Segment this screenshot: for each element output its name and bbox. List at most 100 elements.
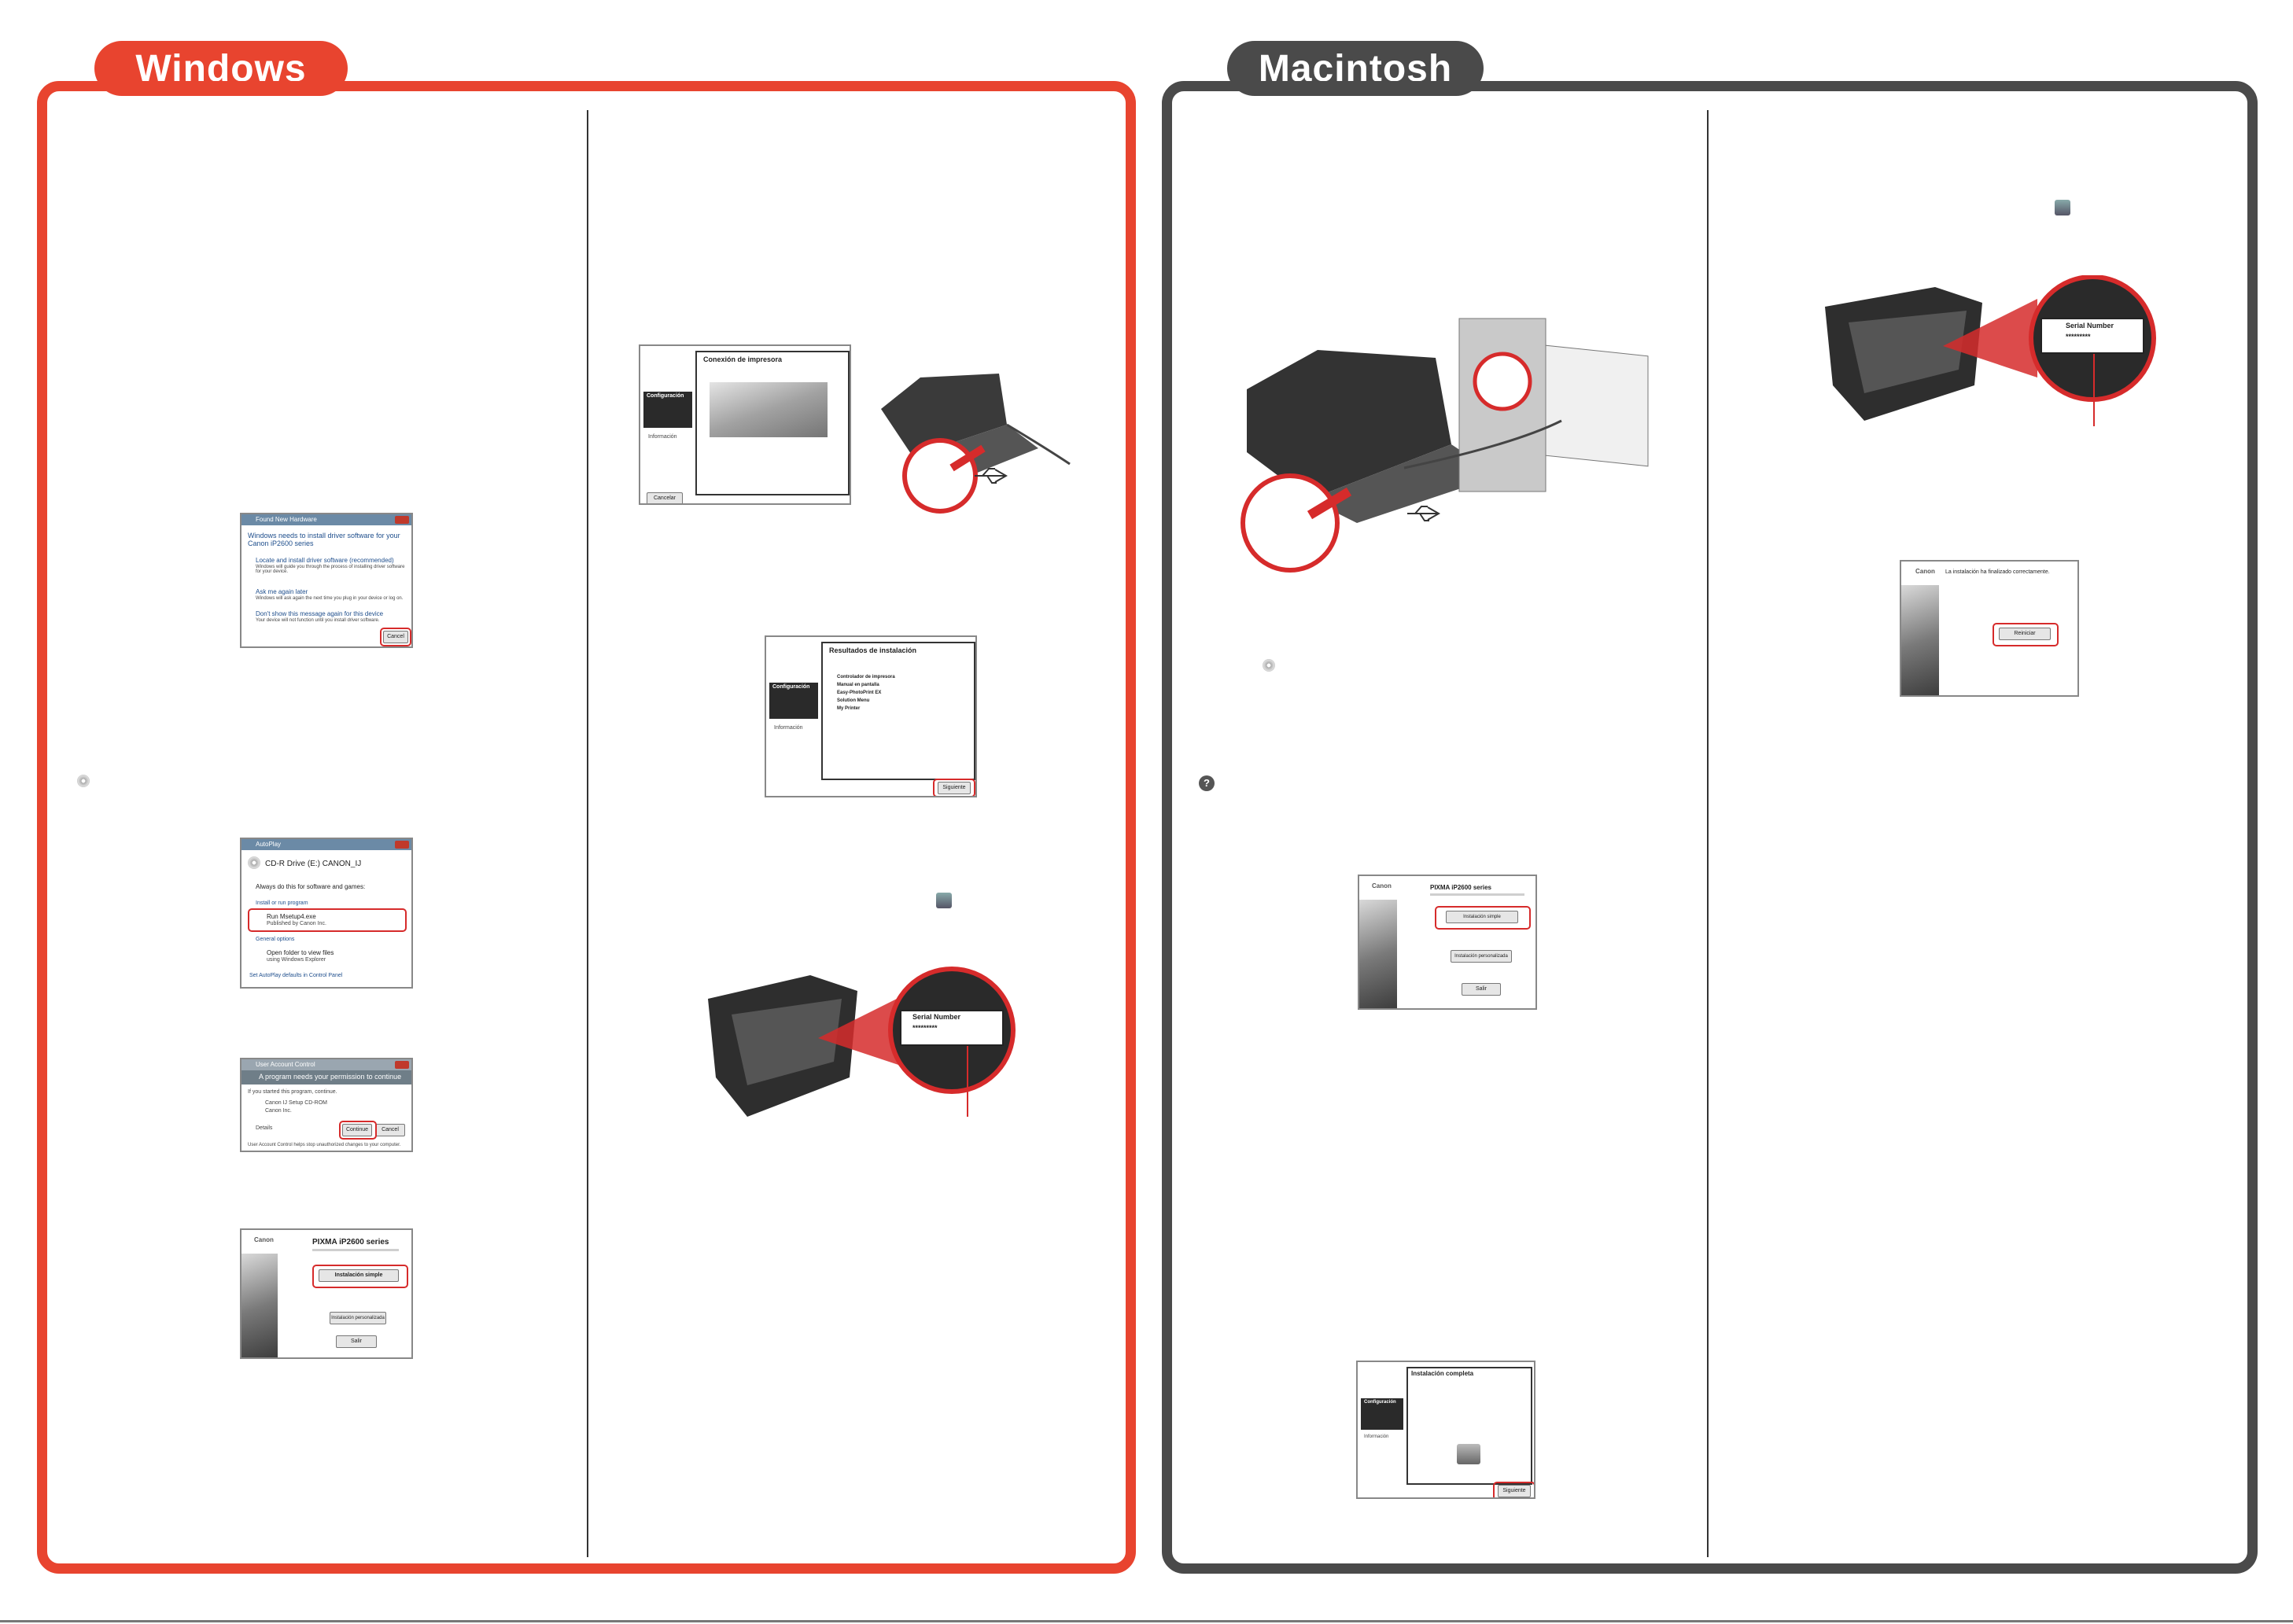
serial-number-label: Serial Number [912,1013,961,1021]
restart-button[interactable]: Reiniciar [1999,628,2051,640]
dialog-titlebar: AutoPlay [241,839,411,850]
dialog-heading: Windows needs to install driver software… [248,532,400,547]
pixma-photo-strip [1359,900,1397,1008]
cancel-button[interactable]: Cancel [375,1124,405,1136]
pixma-main-menu-mac: Canon PIXMA iP2600 series Instalación si… [1358,875,1537,1010]
uac-details[interactable]: Details [256,1125,273,1131]
finished-message: La instalación ha finalizado correctamen… [1945,569,2050,575]
usb-icon [975,468,1008,484]
cd-icon [1263,659,1275,672]
resultados-instalacion-dialog: Configuración Información Resultados de … [765,635,977,797]
run-msetup-publisher: Published by Canon Inc. [267,921,326,926]
pixma-photo-strip [241,1254,278,1357]
conexion-impresora-dialog: Configuración Información Conexión de im… [639,344,851,505]
serial-label-box [900,1010,1004,1046]
easy-install-button[interactable]: Instalación simple [319,1269,399,1282]
cancel-button[interactable]: Cancel [383,631,408,643]
pixma-title: PIXMA iP2600 series [312,1238,389,1247]
custom-install-button[interactable]: Instalación personalizada [330,1312,386,1324]
dialog-title: AutoPlay [256,841,282,848]
mac-column-divider [1707,110,1709,1557]
uac-banner [241,1070,411,1085]
instalacion-finalizada-dialog: Canon La instalación ha finalizado corre… [1900,560,2079,697]
close-icon[interactable] [395,516,409,524]
mac-display [1545,344,1649,467]
result-item: Manual en pantalla [837,683,879,687]
pixma-title: PIXMA iP2600 series [1430,884,1491,891]
general-options-header: General options [256,937,295,942]
sidebar-config: Configuración [647,393,684,399]
always-checkbox[interactable]: Always do this for software and games: [256,883,366,890]
sidebar-config-block [1361,1398,1403,1430]
custom-install-button[interactable]: Instalación personalizada [1451,950,1512,963]
connection-illustration [710,382,828,437]
sidebar-config: Configuración [1364,1400,1396,1405]
sidebar-info: Información [648,434,677,440]
description-line [312,1249,399,1251]
cancel-button[interactable]: Cancelar [647,492,683,503]
zoom-beam [1943,299,2037,377]
autoplay-dialog: AutoPlay CD-R Drive (E:) CANON_IJ Always… [240,838,413,989]
sidebar-info: Información [1364,1434,1389,1439]
dialog-heading: Instalación completa [1411,1370,1474,1377]
close-icon[interactable] [395,841,409,849]
close-icon[interactable] [395,1061,409,1069]
dialog-heading: Resultados de instalación [829,646,917,654]
next-button[interactable]: Siguiente [1498,1485,1531,1497]
printer-usb-illustration [881,374,1071,514]
uac-company: Canon Inc. [265,1108,292,1114]
install-header: Install or run program [256,900,308,906]
result-item: Controlador de impresora [837,675,895,679]
content-area [695,351,850,495]
cd-drive-icon [248,856,260,869]
serial-number-value: ********* [2066,333,2091,341]
printer-interior [1849,311,1967,393]
uac-started-text: If you started this program, continue. [248,1089,337,1095]
next-button[interactable]: Siguiente [938,782,971,794]
printer-icon [2055,200,2070,215]
run-msetup-label[interactable]: Run Msetup4.exe [267,913,316,920]
result-item: My Printer [837,706,861,711]
content-area [1406,1367,1532,1485]
easy-install-button[interactable]: Instalación simple [1446,911,1518,923]
windows-column-divider [587,110,588,1557]
zoom-beam [818,991,912,1070]
option-ask-later[interactable]: Ask me again later [256,588,308,595]
option-dont-show[interactable]: Don't show this message again for this d… [256,610,384,617]
exit-button[interactable]: Salir [1462,983,1501,996]
sidebar-config: Configuración [772,684,810,690]
usb-cable [1403,419,1562,470]
serial-number-label: Serial Number [2066,322,2114,330]
description-line [1430,893,1524,896]
computer-icon [1457,1444,1480,1464]
uac-dialog: User Account Control A program needs you… [240,1058,413,1152]
sidebar-info: Información [774,725,803,731]
usb-zoom-circle-printer [1241,473,1340,573]
option-locate[interactable]: Locate and install driver software (reco… [256,557,394,564]
bottom-rule [0,1620,2293,1622]
continue-button[interactable]: Continue [342,1124,372,1136]
result-item: Solution Menu [837,698,870,703]
highlight-box [312,1265,408,1288]
usb-cable [1006,423,1071,466]
dialog-heading: Conexión de impresora [703,355,783,363]
pixma-main-menu-windows: Canon PIXMA iP2600 series Instalación si… [240,1228,413,1359]
highlight-box [1493,1482,1534,1497]
serial-number-value: ********* [912,1024,938,1032]
macintosh-panel [1162,81,2258,1574]
content-area [821,642,975,780]
option-locate-desc: Windows will guide you through the proce… [256,565,405,574]
mac-printer-usb-illustration [1241,318,1649,573]
dialog-title: User Account Control [256,1061,315,1068]
option-ask-later-desc: Windows will ask again the next time you… [256,596,404,601]
usb-zoom-circle [902,438,978,514]
highlight-box [1993,623,2059,646]
open-folder-label[interactable]: Open folder to view files [267,949,334,956]
instalacion-completa-dialog: Configuración Información Instalación co… [1356,1361,1535,1499]
canon-logo: Canon [1915,568,1935,575]
autoplay-defaults-link[interactable]: Set AutoPlay defaults in Control Panel [249,973,343,978]
result-item: Easy-PhotoPrint EX [837,690,882,695]
exit-button[interactable]: Salir [336,1335,377,1348]
sidebar-config-block [643,392,692,428]
highlight-box [380,628,411,646]
